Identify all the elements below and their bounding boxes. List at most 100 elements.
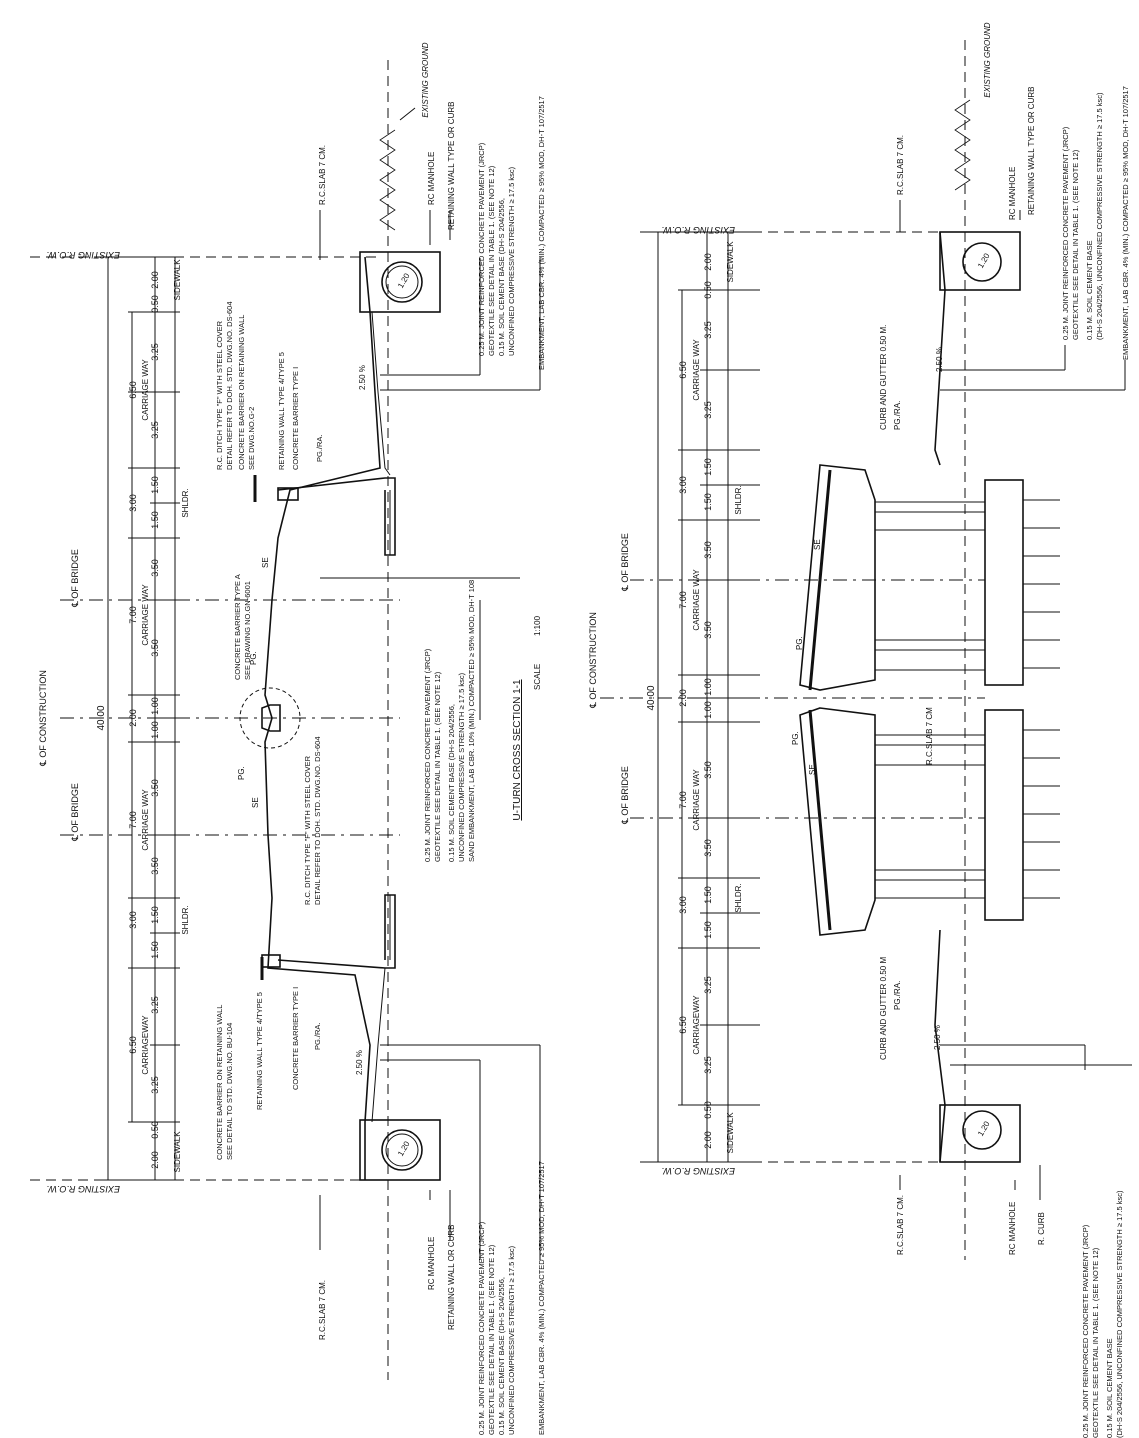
- sidewalk-label-top-right: SIDEWALK: [726, 241, 735, 283]
- existing-ground-label: EXISTING GROUND: [421, 42, 430, 117]
- dim-cw-bot-b-right: 3.25: [703, 1056, 713, 1074]
- cw-top-label-right: CARRIAGE WAY: [692, 339, 701, 401]
- dim-sh-bot-total-right: 3.00: [678, 896, 688, 914]
- bridge-centerline-label-top: ℄ OF BRIDGE: [70, 549, 80, 608]
- rc-slab-bot-label-right: R.C.SLAB 7 CM.: [896, 1195, 905, 1255]
- manhole-top-right: [939, 231, 1021, 291]
- dim-sh-top-a: 1.50: [150, 476, 160, 494]
- dim-br-top-b: 3.50: [150, 639, 160, 657]
- dim-br-top-b-right: 3.50: [703, 621, 713, 639]
- section-title: U-TURN CROSS SECTION 1-1: [512, 679, 523, 821]
- pg-ra-top-right: PG./RA.: [893, 401, 902, 430]
- dimension-ticks-right: [650, 231, 760, 1163]
- pave-bot-4-right: (DH-S 204/2556, UNCONFINED COMPRESSIVE S…: [1115, 1190, 1124, 1438]
- se-bottom-right: SE: [808, 764, 817, 775]
- curb-bot-right: CURB AND GUTTER 0.50 M: [879, 957, 888, 1060]
- pave-top-2: GEOTEXTILE SEE DETAIL IN TABLE 1. (SEE N…: [487, 165, 496, 356]
- piles-bottom: [1023, 729, 1060, 899]
- pg-top-right: PG.: [795, 636, 804, 650]
- bridge-centerline-label-bottom-right: ℄ OF BRIDGE: [620, 766, 630, 825]
- pavement-profile-under-bottom: [371, 967, 386, 1123]
- rc-manhole-top-label: RC MANHOLE: [427, 152, 436, 205]
- retaining-wall-bot-label: RETAINING WALL OR CURB: [447, 1225, 456, 1331]
- cb-type1-top: CONCRETE BARRIER TYPE I: [291, 367, 300, 470]
- existing-row-label-top: EXISTING R.O.W.: [46, 250, 120, 260]
- slope-top: 2.50 %: [358, 365, 367, 390]
- dim-med-a-right: 1.00: [703, 678, 713, 696]
- dim-sh-top-b: 1.50: [150, 511, 160, 529]
- pave-bot-2-right: GEOTEXTILE SEE DETAIL IN TABLE 1. (SEE N…: [1091, 1247, 1100, 1438]
- pavement-profile-under: [371, 311, 391, 476]
- sidewalk-label-bot-right: SIDEWALK: [726, 1112, 735, 1154]
- dim-gap-top-right: 0.50: [703, 281, 713, 299]
- dim-gap-top: 0.50: [150, 295, 160, 313]
- leaders-top-right: [899, 200, 1126, 391]
- right-cross-section: EXISTING R.O.W. EXISTING R.O.W. ℄ OF CON…: [588, 22, 1132, 1438]
- pave-bot-1: 0.25 M. JOINT REINFORCED CONCRETE PAVEME…: [477, 1221, 486, 1435]
- ditch-bottom: [261, 954, 281, 968]
- pave-bot-3-right: 0.15 M. SOIL CEMENT BASE: [1105, 1338, 1114, 1438]
- pave-top-5: EMBANKMENT, LAB CBR. 4% (MIN.) COMPACTED…: [537, 96, 546, 370]
- dim-br-top-a: 3.50: [150, 559, 160, 577]
- dim-br-bot-total-right: 7.00: [678, 791, 688, 809]
- dim-br-bot-a-right: 3.50: [703, 761, 713, 779]
- bridge-piers-top: [875, 501, 985, 671]
- cb-wall-top-2: SEE DWG.NO.G-2: [247, 407, 256, 470]
- dim-cw-top-total: 6.50: [128, 381, 138, 399]
- pave-bot-4: UNCONFINED COMPRESSIVE STRENGTH ≥ 17.5 k…: [507, 1245, 516, 1435]
- existing-row-label-bottom: EXISTING R.O.W.: [46, 1184, 120, 1194]
- median-barrier: [261, 704, 281, 732]
- dim-cw-top-a: 3.25: [150, 343, 160, 361]
- sidewalk-label-bot: SIDEWALK: [173, 1131, 182, 1173]
- rc-manhole-bot-label: RC MANHOLE: [427, 1237, 436, 1290]
- left-cross-section: EXISTING R.O.W. EXISTING R.O.W. ℄ OF CON…: [30, 42, 546, 1435]
- ditch-bottom-2: DETAIL REFER TO DOH. STD. DWG.NO. DS-604: [313, 737, 322, 906]
- dim-cw-bot-a: 3.25: [150, 996, 160, 1014]
- slope-top-right: 2.50 %: [935, 347, 944, 372]
- dim-br-bot-a: 3.50: [150, 779, 160, 797]
- curb-label-bot-right: R. CURB: [1037, 1212, 1046, 1245]
- dim-sidewalk-top: 2.00: [150, 271, 160, 289]
- manhole-size-top: 1.20: [396, 271, 412, 289]
- bridge-deck-bottom: [799, 707, 876, 936]
- dim-med-b: 1.00: [150, 721, 160, 739]
- cb-wall-bot-1: CONCRETE BARRIER ON RETAINING WALL: [215, 1005, 224, 1160]
- dim-cw-bot-total-right: 6.50: [678, 1016, 688, 1034]
- dim-cw-top-b-right: 3.25: [703, 401, 713, 419]
- dim-cw-top-a-right: 3.25: [703, 321, 713, 339]
- manhole-bottom: [359, 1119, 441, 1181]
- cw-top-label: CARRIAGE WAY: [141, 359, 150, 421]
- dim-sh-bot-b-right: 1.50: [703, 921, 713, 939]
- pave-bot-1-right: 0.25 M. JOINT REINFORCED CONCRETE PAVEME…: [1081, 1224, 1090, 1438]
- dim-med-a: 1.00: [150, 697, 160, 715]
- manhole-top: [359, 251, 441, 313]
- manhole-pipe-top: [381, 261, 423, 303]
- dim-cw-bot-total: 6.50: [128, 1036, 138, 1054]
- dim-cw-top-total-right: 6.50: [678, 361, 688, 379]
- existing-row-label-bottom-right: EXISTING R.O.W.: [661, 1166, 735, 1176]
- cb-wall-bot-2: SEE DETAIL TO STD. DWG.NO. BU-104: [225, 1023, 234, 1160]
- curb-top-right: CURB AND GUTTER 0.50 M.: [879, 325, 888, 430]
- retaining-wall-top-label-right: RETAINING WALL TYPE OR CURB: [1027, 87, 1036, 215]
- cb-type1-bot: CONCRETE BARRIER TYPE I: [291, 987, 300, 1090]
- dim-br-top-total: 7.00: [128, 606, 138, 624]
- br-bot-label: CARRIAGE WAY: [141, 789, 150, 851]
- pave-top-3: 0.15 M. SOIL CEMENT BASE (DH-S 204/2556,: [497, 198, 506, 356]
- shldr-bot-label-right: SHLDR.: [734, 883, 743, 912]
- pave-bot-2: GEOTEXTILE SEE DETAIL IN TABLE 1. (SEE N…: [487, 1244, 496, 1435]
- dim-sh-top-total-right: 3.00: [678, 476, 688, 494]
- pg-ra-bot: PG./RA.: [313, 1022, 322, 1050]
- dim-br-bot-b: 3.50: [150, 857, 160, 875]
- overall-width: 40.00: [96, 705, 107, 730]
- deck-slab-top: [808, 469, 832, 691]
- retaining-wall-bottom: [277, 894, 396, 969]
- leaders-bottom: [319, 1044, 541, 1260]
- median-detail-circle: [239, 687, 301, 749]
- scale-value: 1:100: [533, 615, 542, 636]
- pave-top-3-right: 0.15 M. SOIL CEMENT BASE: [1085, 240, 1094, 340]
- cb-a-1: CONCRETE BARRIER TYPE A: [233, 574, 242, 680]
- manhole-pipe-top-right: [962, 242, 1002, 282]
- dim-sh-top-total: 3.00: [128, 494, 138, 512]
- dim-sh-top-a-right: 1.50: [703, 458, 713, 476]
- bridge-centerline-label-top-right: ℄ OF BRIDGE: [620, 533, 630, 592]
